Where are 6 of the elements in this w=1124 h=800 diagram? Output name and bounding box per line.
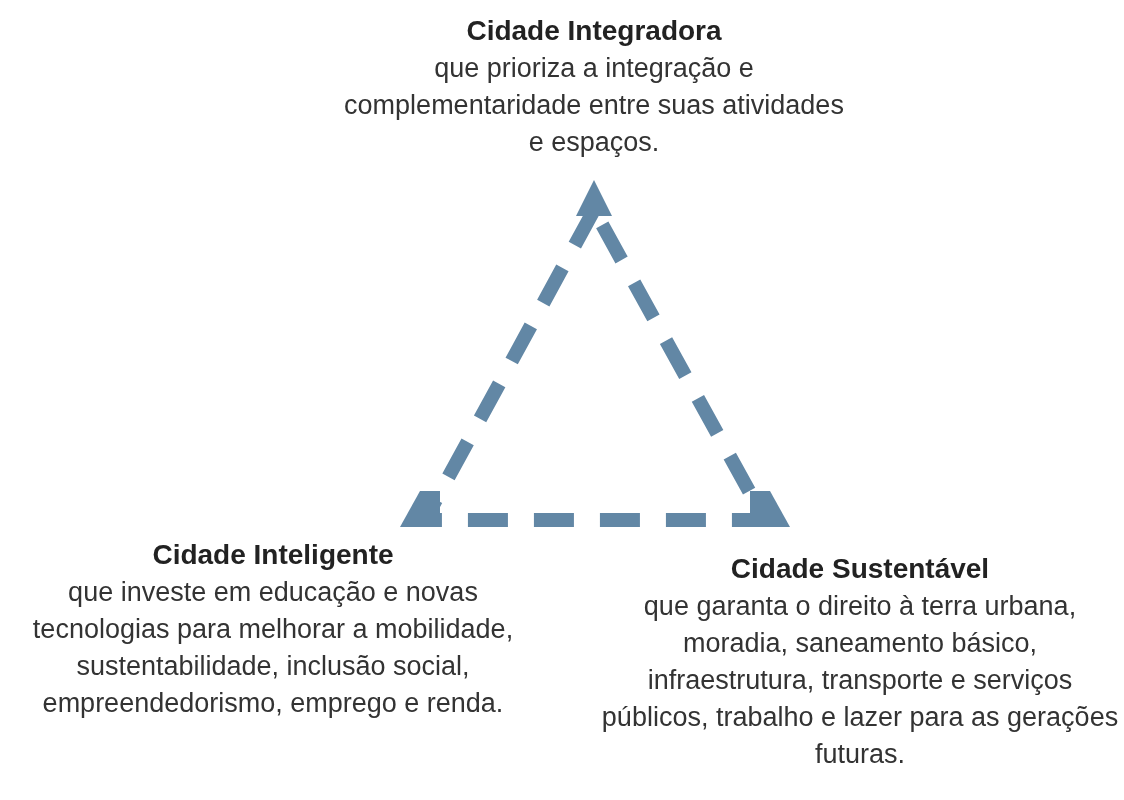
node-title: Cidade Integradora [466, 14, 722, 48]
node-description: que prioriza a integração e complementaridade entre suas atividades e espaços. [343, 52, 845, 159]
node-title: Cidade Inteligente [152, 538, 394, 572]
node-description: que garanta o direito à terra urbana, moradia, saneamento básico, infraestrutura, transporte e serviços públicos, trabalho e lazer para as gerações futuras. [600, 590, 1120, 771]
node-description: que investe em educação e novas tecnologias para melhorar a mobilidade, sustentabilidade, inclusão social, empreendedorismo, emprego e renda. [31, 576, 515, 720]
node-title: Cidade Sustentável [730, 552, 990, 586]
